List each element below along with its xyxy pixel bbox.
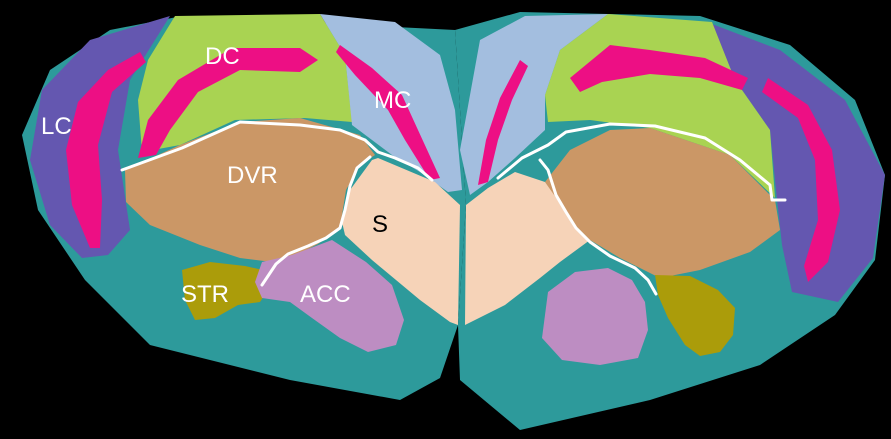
label-acc: ACC [300,281,351,308]
label-dc: DC [205,43,240,70]
label-dvr: DVR [227,162,278,189]
label-str: STR [181,281,229,308]
label-lc: LC [41,113,72,140]
label-mc: MC [374,87,411,114]
label-s: S [372,211,388,238]
